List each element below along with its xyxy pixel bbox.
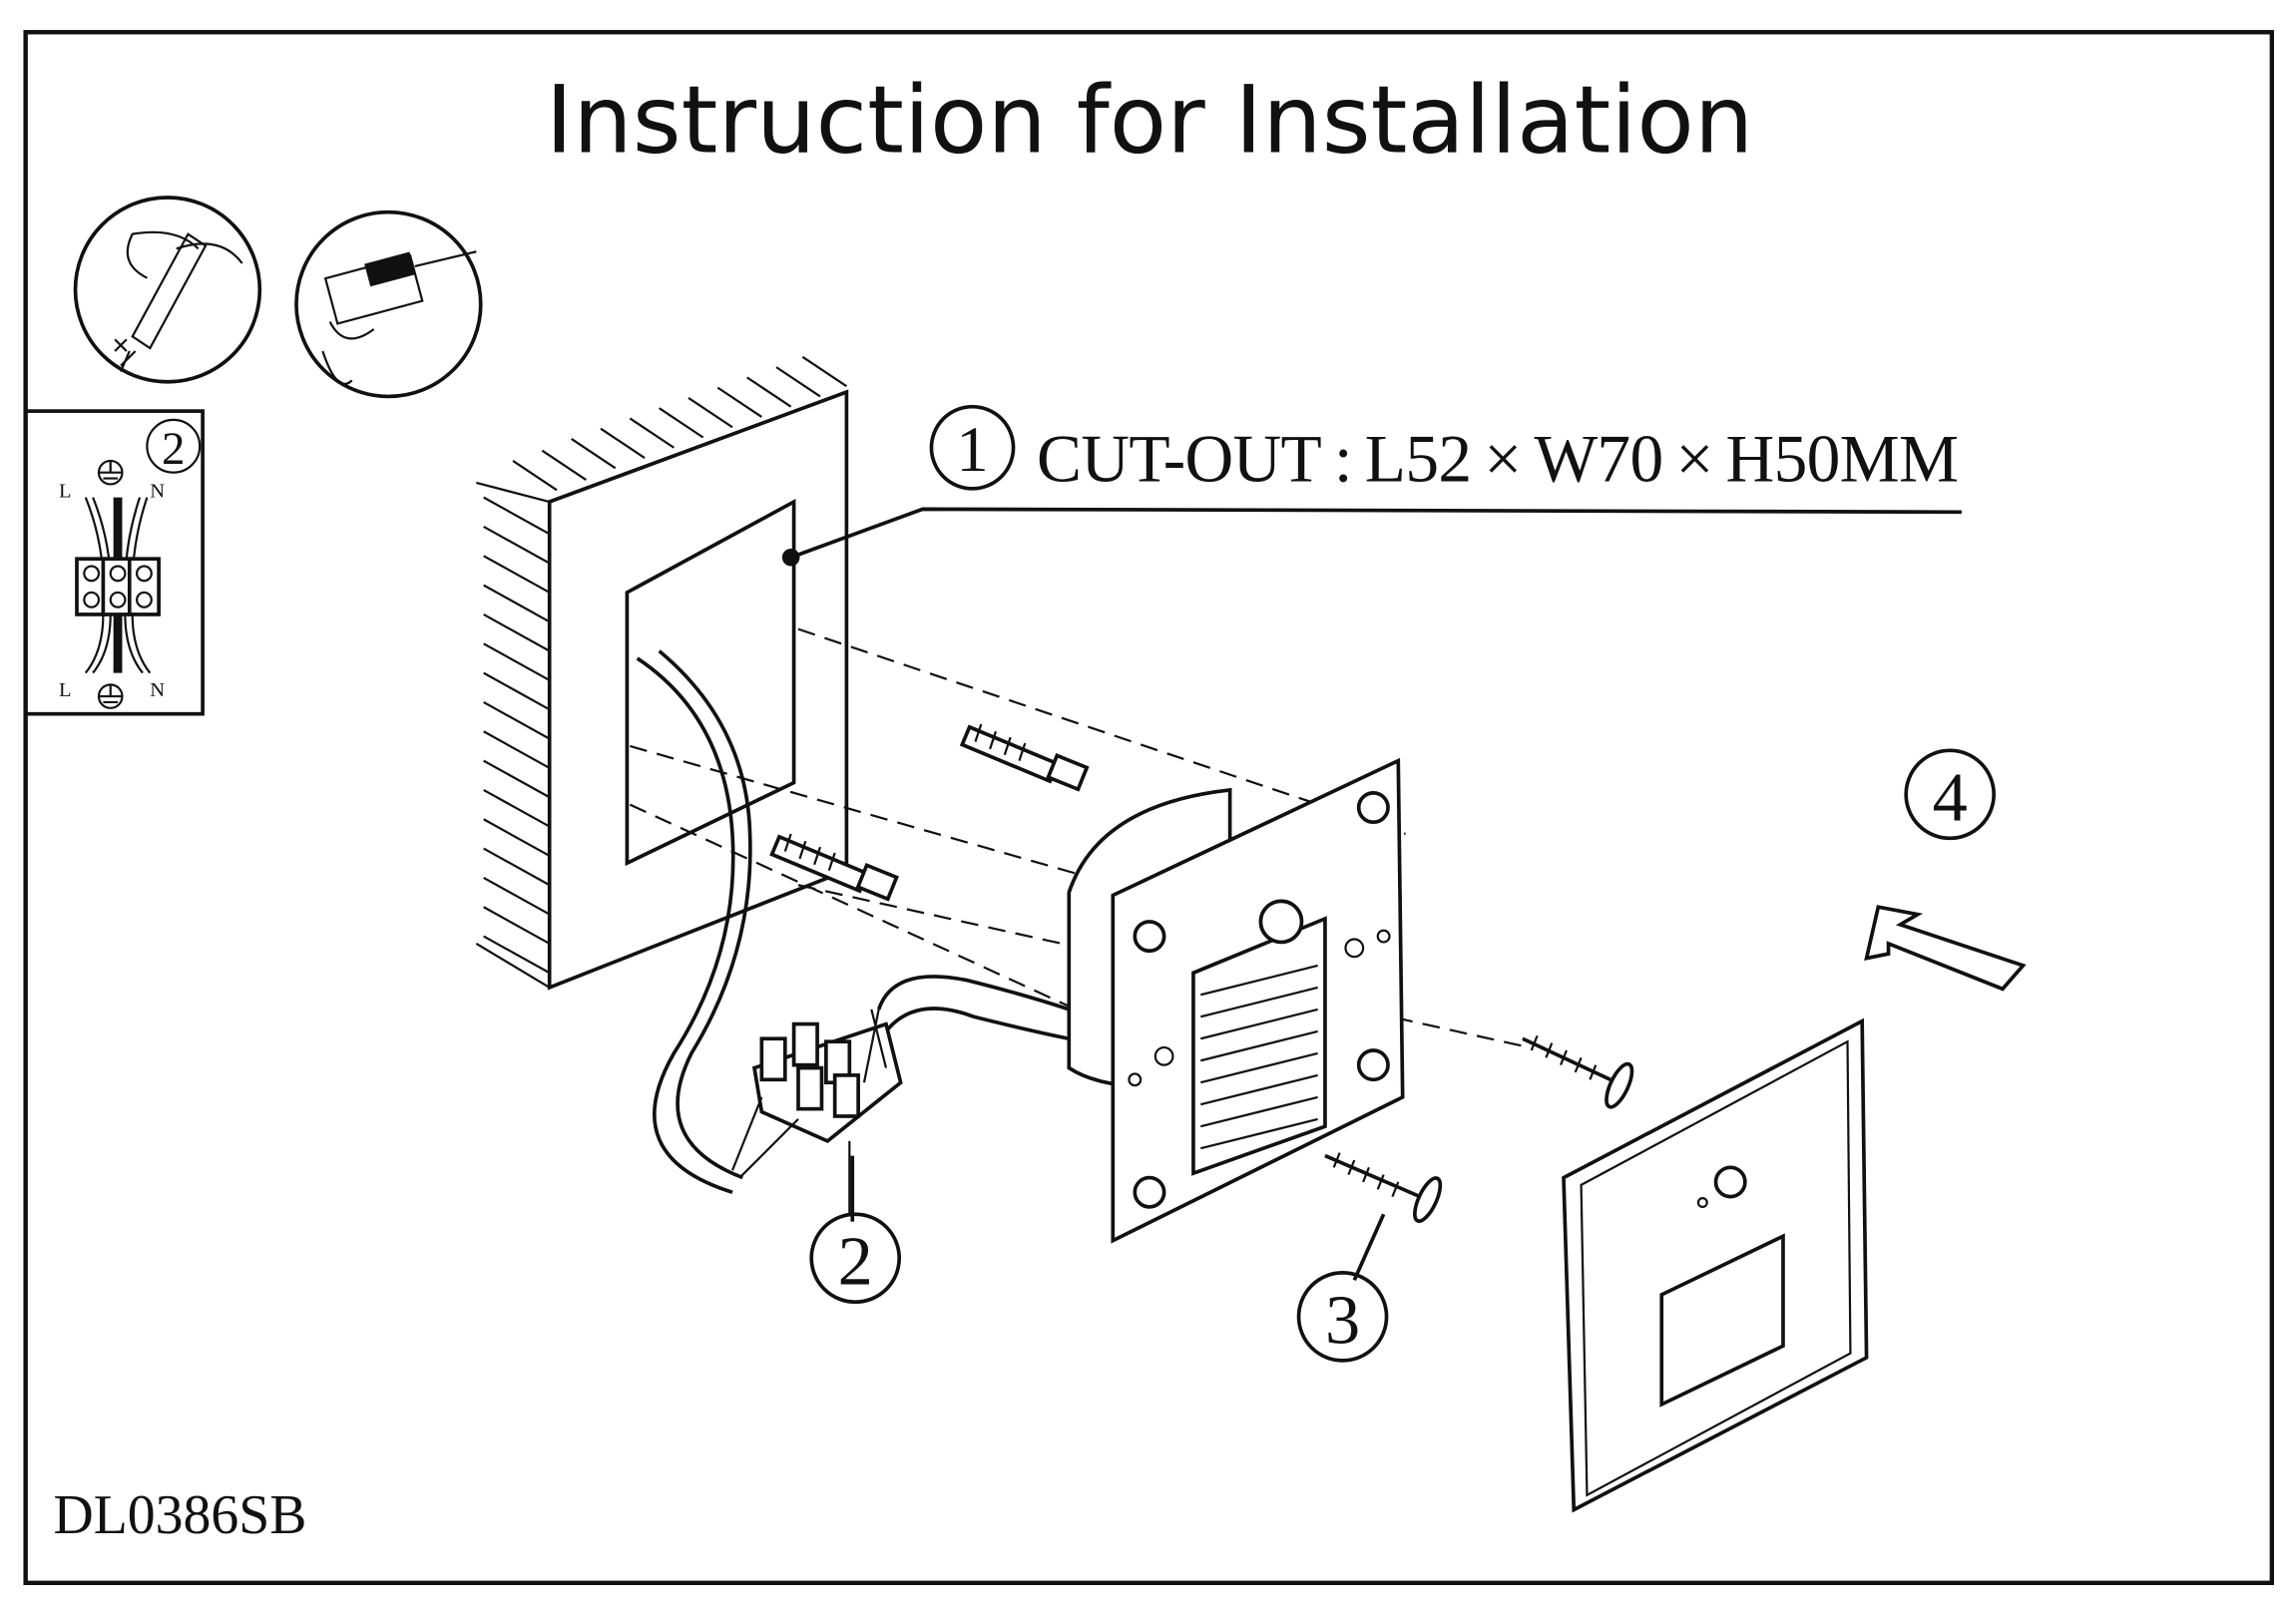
step-1-label: 1 CUT-OUT : L52 × W70 × H50MM: [929, 404, 1959, 496]
screw: [1324, 1152, 1443, 1223]
cover-plate: [1562, 1017, 1869, 1513]
terminal-block: [730, 1009, 903, 1215]
page-border: [23, 30, 2275, 1586]
step-3-label: 3: [1296, 1271, 1389, 1363]
svg-text:4: 4: [1933, 759, 1968, 837]
svg-text:CUT-OUT : L52 × W70 × H50MM: CUT-OUT : L52 × W70 × H50MM: [1037, 421, 1959, 496]
ground-symbol-icon: [97, 683, 124, 709]
screw: [1522, 1034, 1634, 1109]
light-housing: [1067, 757, 1405, 1244]
power-off-icon: [294, 209, 483, 399]
page-title: Instruction for Installation: [546, 67, 1754, 176]
wiring-diagram: 2 L N L N: [23, 409, 205, 716]
step-4-label: 4: [1904, 748, 1996, 841]
svg-text:N: N: [150, 481, 165, 503]
svg-text:L: L: [59, 481, 72, 503]
svg-text:2: 2: [162, 423, 185, 475]
wall-plug: [769, 833, 899, 902]
svg-text:1: 1: [956, 414, 988, 485]
model-number: DL0386SB: [54, 1484, 307, 1546]
ground-symbol-icon: [97, 459, 124, 486]
wall-plug: [959, 723, 1090, 792]
voltage-tester-icon: [73, 196, 262, 384]
svg-text:3: 3: [1325, 1281, 1360, 1359]
step-2-label: 2: [809, 1212, 902, 1305]
svg-text:2: 2: [838, 1223, 873, 1301]
svg-text:N: N: [150, 679, 165, 701]
direction-arrow-icon: [1864, 905, 2027, 992]
svg-text:L: L: [59, 679, 72, 701]
